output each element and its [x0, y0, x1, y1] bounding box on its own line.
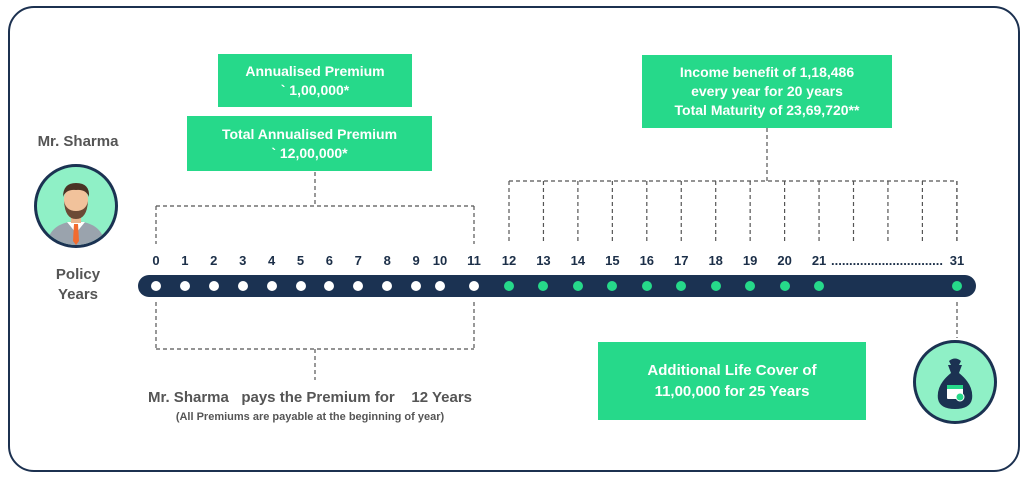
- tick-label-21: 21: [811, 253, 827, 268]
- premium-year-dot: [435, 281, 445, 291]
- tick-label-20: 20: [777, 253, 792, 268]
- tick-label-4: 4: [267, 253, 276, 268]
- tick-label-15: 15: [605, 253, 620, 268]
- premium-year-dot: [237, 281, 248, 291]
- benefit-year-dot: [745, 281, 756, 291]
- tick-label-5: 5: [296, 253, 305, 268]
- premium-note-text: (All Premiums are payable at the beginni…: [175, 411, 445, 423]
- benefit-year-dot: [952, 281, 962, 291]
- tick-label-31: 31: [949, 253, 965, 268]
- tick-label-9: 9: [412, 253, 420, 268]
- life-cover-box: Additional Life Cover of 11,00,000 for 2…: [598, 342, 866, 420]
- policy-years-label: Policy Years: [22, 265, 134, 305]
- tick-label-19: 19: [742, 253, 758, 268]
- money-bag-circle: [913, 340, 997, 424]
- timeline-bar: [138, 275, 976, 297]
- benefit-year-dot: [814, 281, 825, 291]
- tick-label-2: 2: [210, 253, 218, 268]
- premium-year-dot: [324, 281, 335, 291]
- premium-year-dot: [208, 281, 219, 291]
- tick-label-0: 0: [152, 253, 160, 268]
- premium-year-dot: [353, 281, 364, 291]
- benefit-year-dot: [641, 281, 652, 291]
- premium-year-dot: [151, 281, 161, 291]
- businessman-avatar-icon: [47, 183, 105, 245]
- premium-term-text: Mr. Sharma pays the Premium for 12 Years: [147, 389, 473, 406]
- benefit-year-dot: [779, 281, 790, 291]
- premium-year-dot: [266, 281, 277, 291]
- income-benefit-box: Income benefit of 1,18,486 every year fo…: [642, 55, 892, 128]
- income-benefit-line1: Income benefit of 1,18,486: [679, 64, 855, 80]
- total-annualised-premium-box: Total Annualised Premium ` 12,00,000*: [187, 116, 432, 171]
- benefit-year-dot: [607, 281, 618, 291]
- tick-label-6: 6: [325, 253, 333, 268]
- tick-label-17: 17: [674, 253, 689, 268]
- premium-year-dot: [179, 281, 190, 291]
- diagram-frame: [8, 6, 1020, 472]
- benefit-year-dot: [676, 281, 687, 291]
- life-cover-line1: Additional Life Cover of: [647, 362, 817, 379]
- premium-year-dot: [469, 281, 479, 291]
- benefit-year-dot: [538, 281, 549, 291]
- income-benefit-line2: every year for 20 years: [691, 83, 843, 99]
- policy-years-line1: Policy: [55, 266, 101, 283]
- annualised-premium-value: ` 1,00,000*: [280, 81, 350, 98]
- annualised-premium-title: Annualised Premium: [245, 62, 385, 79]
- benefit-year-dot: [504, 281, 514, 291]
- benefit-year-dot: [572, 281, 583, 291]
- total-annualised-premium-title: Total Annualised Premium: [221, 125, 398, 142]
- timeline-ellipsis: ........................................…: [831, 253, 943, 268]
- person-name: Mr. Sharma: [37, 133, 119, 150]
- tick-label-18: 18: [708, 253, 723, 268]
- life-cover-line2: 11,00,000 for 25 Years: [654, 383, 810, 400]
- money-bag-icon: [937, 358, 973, 409]
- premium-year-dot: [382, 281, 393, 291]
- tick-label-14: 14: [570, 253, 586, 268]
- tick-label-8: 8: [383, 253, 391, 268]
- person-avatar: [34, 164, 118, 248]
- premium-year-dot: [295, 281, 306, 291]
- benefit-year-dot: [710, 281, 721, 291]
- income-benefit-line3: Total Maturity of 23,69,720**: [674, 102, 860, 118]
- total-annualised-premium-value: ` 12,00,000*: [271, 144, 348, 161]
- tick-label-1: 1: [181, 253, 189, 268]
- premium-year-dot: [411, 281, 422, 291]
- tick-label-7: 7: [354, 253, 362, 268]
- tick-label-13: 13: [536, 253, 551, 268]
- tick-label-16: 16: [639, 253, 655, 268]
- tick-label-10: 10: [432, 253, 448, 268]
- tick-label-3: 3: [239, 253, 247, 268]
- tick-label-12: 12: [501, 253, 517, 268]
- policy-years-line2: Years: [57, 286, 99, 303]
- annualised-premium-box: Annualised Premium ` 1,00,000*: [218, 54, 412, 107]
- tick-label-11: 11: [467, 253, 481, 268]
